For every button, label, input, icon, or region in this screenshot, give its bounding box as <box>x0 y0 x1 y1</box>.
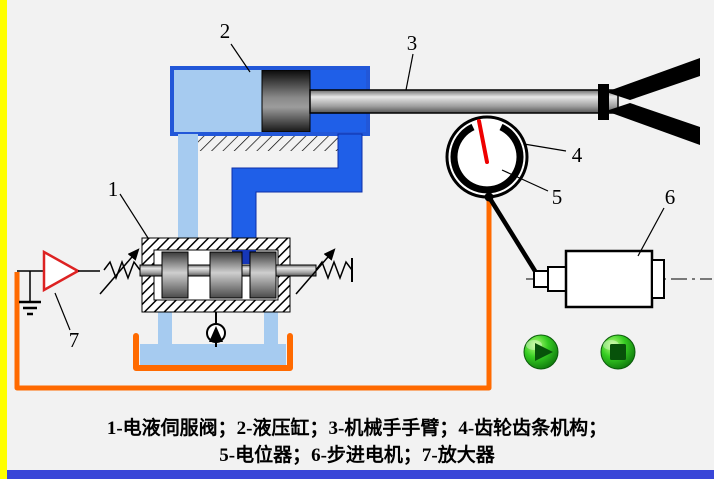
tank-wall <box>133 333 293 371</box>
motor-shaft <box>533 270 549 288</box>
label-5: 5 <box>552 185 563 209</box>
leader-6 <box>637 207 665 257</box>
play-button[interactable] <box>523 334 559 370</box>
piston <box>261 69 311 133</box>
label-3: 3 <box>407 31 418 55</box>
return-pipe-right <box>264 312 278 346</box>
gripper <box>598 58 700 145</box>
gauge-arc <box>450 123 524 194</box>
bottom-border-stripe <box>7 470 714 479</box>
spring-left <box>103 259 141 281</box>
link-rod <box>487 195 542 281</box>
legend-line-1: 1-电液伺服阀；2-液压缸；3-机械手手臂；4-齿轮齿条机构； <box>106 418 608 439</box>
play-icon <box>535 343 553 361</box>
servo-valve <box>99 237 353 313</box>
pipe-light <box>178 134 198 239</box>
label-7: 7 <box>69 328 80 352</box>
cylinder-mount-hatch <box>196 136 346 151</box>
motor-body <box>564 249 654 309</box>
label-1: 1 <box>108 177 119 201</box>
tank-oil <box>140 344 286 368</box>
stop-icon <box>610 344 626 360</box>
motor-end-cap <box>651 259 665 299</box>
leader-5 <box>501 169 549 192</box>
spring-right <box>315 259 353 281</box>
label-2: 2 <box>220 19 231 43</box>
ground-symbol <box>19 300 41 316</box>
spool-land <box>249 251 277 299</box>
oil-tank <box>133 333 293 371</box>
leader-7 <box>54 292 71 331</box>
legend-line-2: 5-电位器；6-步进电机；7-放大器 <box>219 445 495 466</box>
amplifier <box>17 249 100 316</box>
valve-arrow-left <box>99 248 140 295</box>
spool-land <box>161 251 189 299</box>
leader-1 <box>119 193 149 239</box>
leader-2 <box>230 43 251 73</box>
label-4: 4 <box>572 143 583 167</box>
stop-button[interactable] <box>600 334 636 370</box>
stepper-motor <box>526 249 712 309</box>
rack-pinion-gauge <box>445 115 529 202</box>
needle <box>477 119 489 164</box>
pump-symbol <box>206 312 226 347</box>
leader-3 <box>405 53 414 91</box>
return-pipe-left <box>158 312 172 346</box>
cylinder-left-chamber <box>174 70 262 132</box>
feedback-wire <box>14 198 492 391</box>
label-6: 6 <box>665 185 676 209</box>
valve-arrow-right <box>295 248 336 295</box>
spool-land <box>209 251 243 299</box>
manipulator-arm <box>309 58 700 145</box>
motor-coupling <box>547 266 567 292</box>
left-border-stripe <box>0 0 7 479</box>
leader-4 <box>523 143 567 152</box>
legend-caption: 1-电液伺服阀；2-液压缸；3-机械手手臂；4-齿轮齿条机构； 5-电位器；6-… <box>0 415 714 469</box>
amplifier-triangle <box>42 249 81 293</box>
piston-rod <box>309 89 619 114</box>
